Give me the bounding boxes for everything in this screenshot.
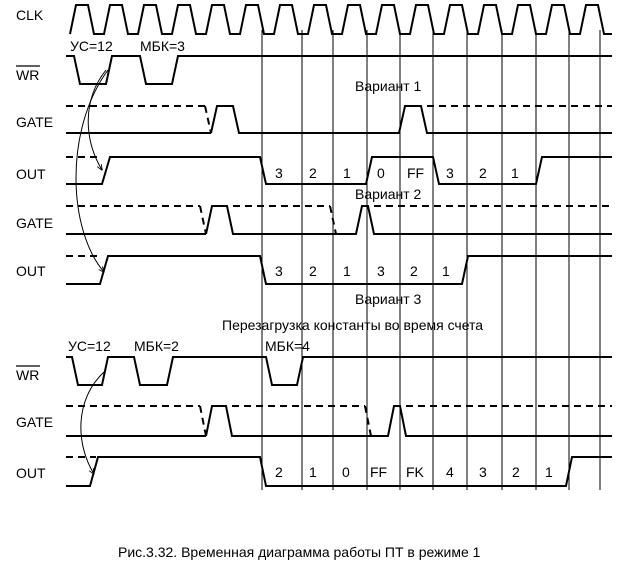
mbk2-label: МБК=2: [134, 338, 179, 354]
svg-text:2: 2: [512, 464, 520, 480]
arrow-wr-to-out1: [87, 69, 107, 170]
svg-text:1: 1: [442, 263, 450, 279]
svg-text:FF: FF: [370, 464, 387, 480]
svg-text:1: 1: [511, 165, 519, 181]
svg-text:2: 2: [309, 165, 317, 181]
svg-text:2: 2: [275, 464, 283, 480]
clk-waveform: [69, 4, 612, 35]
variant-1-label: Вариант 1: [355, 78, 422, 94]
out-label-1: OUT: [16, 166, 46, 182]
gate-label-1: GATE: [16, 114, 53, 130]
wr-waveform-top: [66, 55, 612, 85]
out-label-3: OUT: [16, 465, 46, 481]
gate-waveform-2: [205, 205, 612, 235]
variant-2-label: Вариант 2: [355, 186, 422, 202]
svg-text:1: 1: [343, 263, 351, 279]
gate-label-3: GATE: [16, 414, 53, 430]
variant-3-label: Вариант 3: [355, 291, 422, 307]
arrow-wr-to-out3: [80, 371, 105, 474]
clk-label: CLK: [16, 7, 44, 23]
svg-text:3: 3: [275, 263, 283, 279]
gate-waveform-1: [210, 105, 612, 134]
svg-text:1: 1: [309, 464, 317, 480]
clock-grid-lines: [261, 30, 601, 490]
svg-text:FK: FK: [406, 464, 425, 480]
svg-text:3: 3: [275, 165, 283, 181]
out3-count-values: 2 1 0 FF FK 4 3 2 1: [275, 464, 553, 480]
out-waveform-3: [66, 456, 612, 487]
wr-waveform-bottom: [66, 356, 612, 386]
mbk4-label: МБК=4: [265, 338, 310, 354]
svg-text:4: 4: [446, 464, 454, 480]
out-label-2: OUT: [16, 263, 46, 279]
svg-text:1: 1: [545, 464, 553, 480]
out-waveform-2: [66, 255, 612, 285]
wr-label-bottom: WR: [16, 367, 39, 383]
gate-label-2: GATE: [16, 215, 53, 231]
svg-text:2: 2: [410, 263, 418, 279]
uc12-label-top: УС=12: [70, 38, 113, 54]
gate-waveform-3: [205, 405, 612, 437]
variant-3-note: Перезагрузка константы во время счета: [222, 317, 483, 333]
svg-text:2: 2: [479, 165, 487, 181]
svg-text:3: 3: [479, 464, 487, 480]
svg-text:1: 1: [343, 165, 351, 181]
svg-text:FF: FF: [407, 165, 424, 181]
out1-count-values: 3 2 1 0 FF 3 2 1: [275, 165, 519, 181]
out-waveform-1: [66, 156, 612, 185]
svg-text:0: 0: [377, 165, 385, 181]
svg-text:2: 2: [309, 263, 317, 279]
arrow-wr-to-out2: [75, 69, 109, 272]
svg-text:3: 3: [377, 263, 385, 279]
svg-text:0: 0: [342, 464, 350, 480]
figure-caption: Рис.3.32. Временная диаграмма работы ПТ …: [118, 544, 481, 560]
wr-label-top: WR: [16, 67, 39, 83]
out2-count-values: 3 2 1 3 2 1: [275, 263, 450, 279]
mbk3-label: МБК=3: [140, 38, 185, 54]
svg-text:3: 3: [446, 165, 454, 181]
uc12-label-bottom: УС=12: [68, 338, 111, 354]
